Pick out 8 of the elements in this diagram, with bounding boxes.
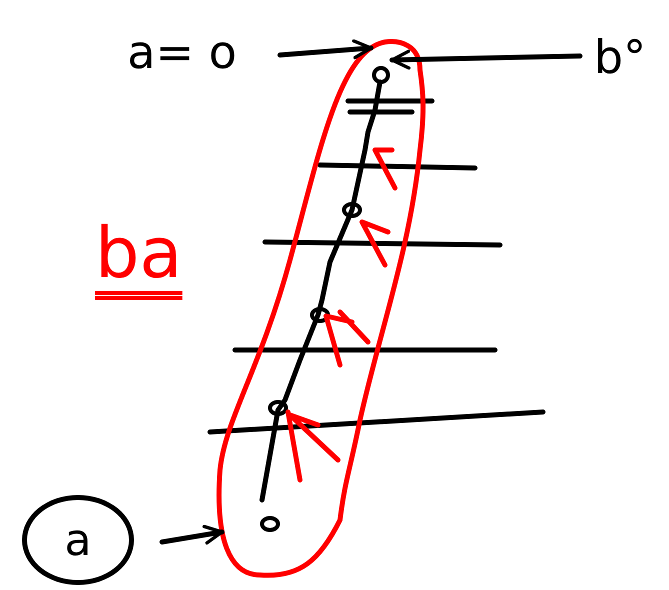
arrow bbox=[160, 524, 224, 545]
node-text: a= o bbox=[127, 25, 237, 79]
arrow bbox=[390, 50, 582, 70]
circled-letter: a bbox=[22, 495, 134, 585]
point-circle bbox=[372, 66, 390, 84]
arrow bbox=[278, 39, 374, 60]
node-text: b° bbox=[594, 30, 646, 84]
handwritten-label: ba bbox=[95, 215, 182, 292]
